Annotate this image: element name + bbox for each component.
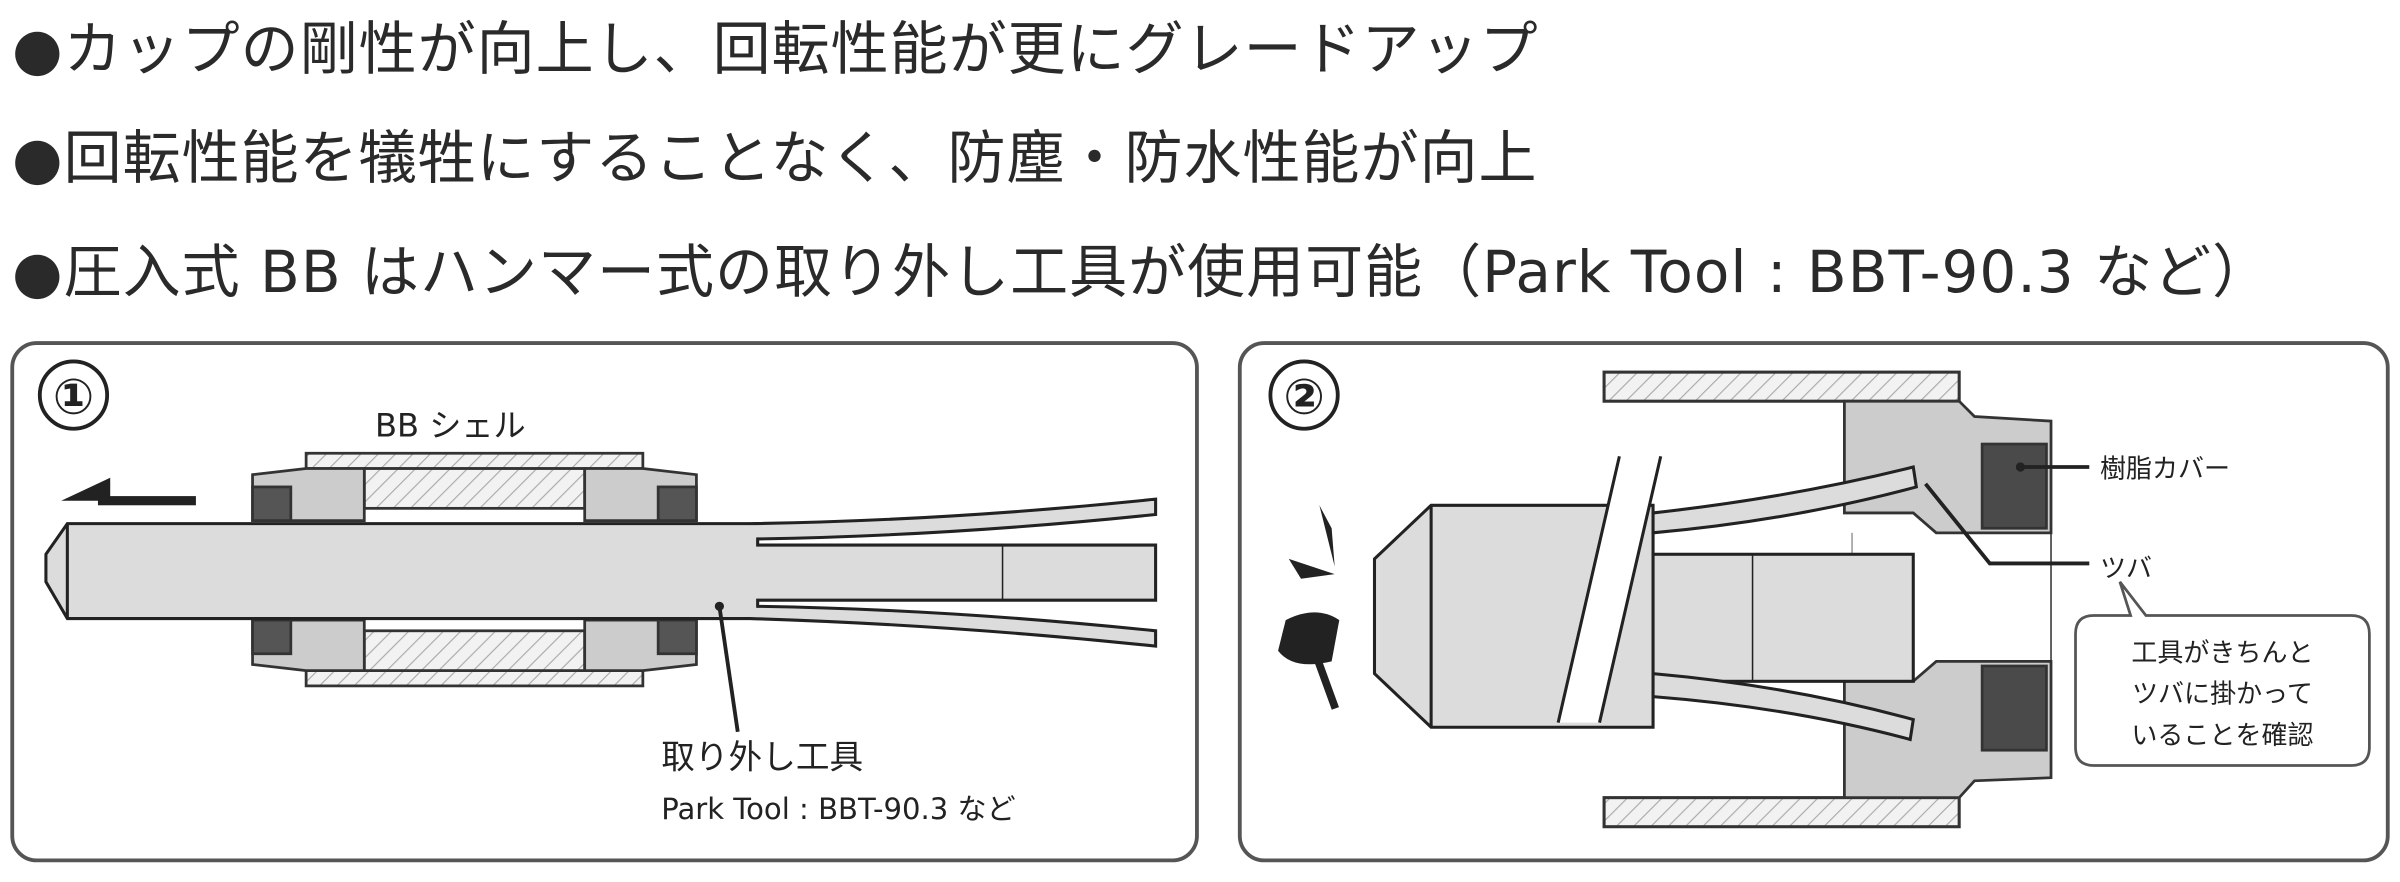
resin-cover-label: 樹脂カバー (2100, 455, 2230, 485)
callout-text: ツバに掛かって (2132, 680, 2313, 710)
callout-text: 工具がきちんと (2131, 638, 2313, 668)
tool-model-label: Park Tool : BBT-90.3 など (661, 792, 1015, 826)
step-number: ② (1283, 368, 1324, 425)
hammer-icon (1278, 505, 1340, 710)
feature-bullet: ●カップの剛性が向上し、回転性能が更にグレードアップ (12, 15, 1539, 83)
step-number-badge (1268, 359, 1340, 431)
callout-text: いることを確認 (2131, 721, 2313, 751)
removal-tool (1372, 455, 1919, 742)
bb-shell-label: BB シェル (375, 406, 526, 444)
bb-cup (1843, 399, 2053, 800)
flange-label: ツバ (2100, 554, 2152, 584)
panel-step-2: ② (1237, 341, 2390, 863)
feature-bullet: ●圧入式 BB はハンマー式の取り外し工具が使用可能（Park Tool : B… (12, 238, 2272, 306)
panel-step-1: ① BB シェル 取り外し工具 (10, 341, 1199, 863)
step-number-badge (37, 359, 110, 431)
bb-shell (251, 451, 698, 688)
tool-label: 取り外し工具 (661, 738, 863, 777)
step-number: ① (53, 368, 94, 425)
feature-bullet: ●回転性能を犠牲にすることなく、防塵・防水性能が向上 (12, 124, 1538, 192)
callout-bubble (2074, 580, 2371, 767)
removal-tool (44, 497, 1158, 648)
pull-direction-arrow-icon (61, 477, 196, 506)
